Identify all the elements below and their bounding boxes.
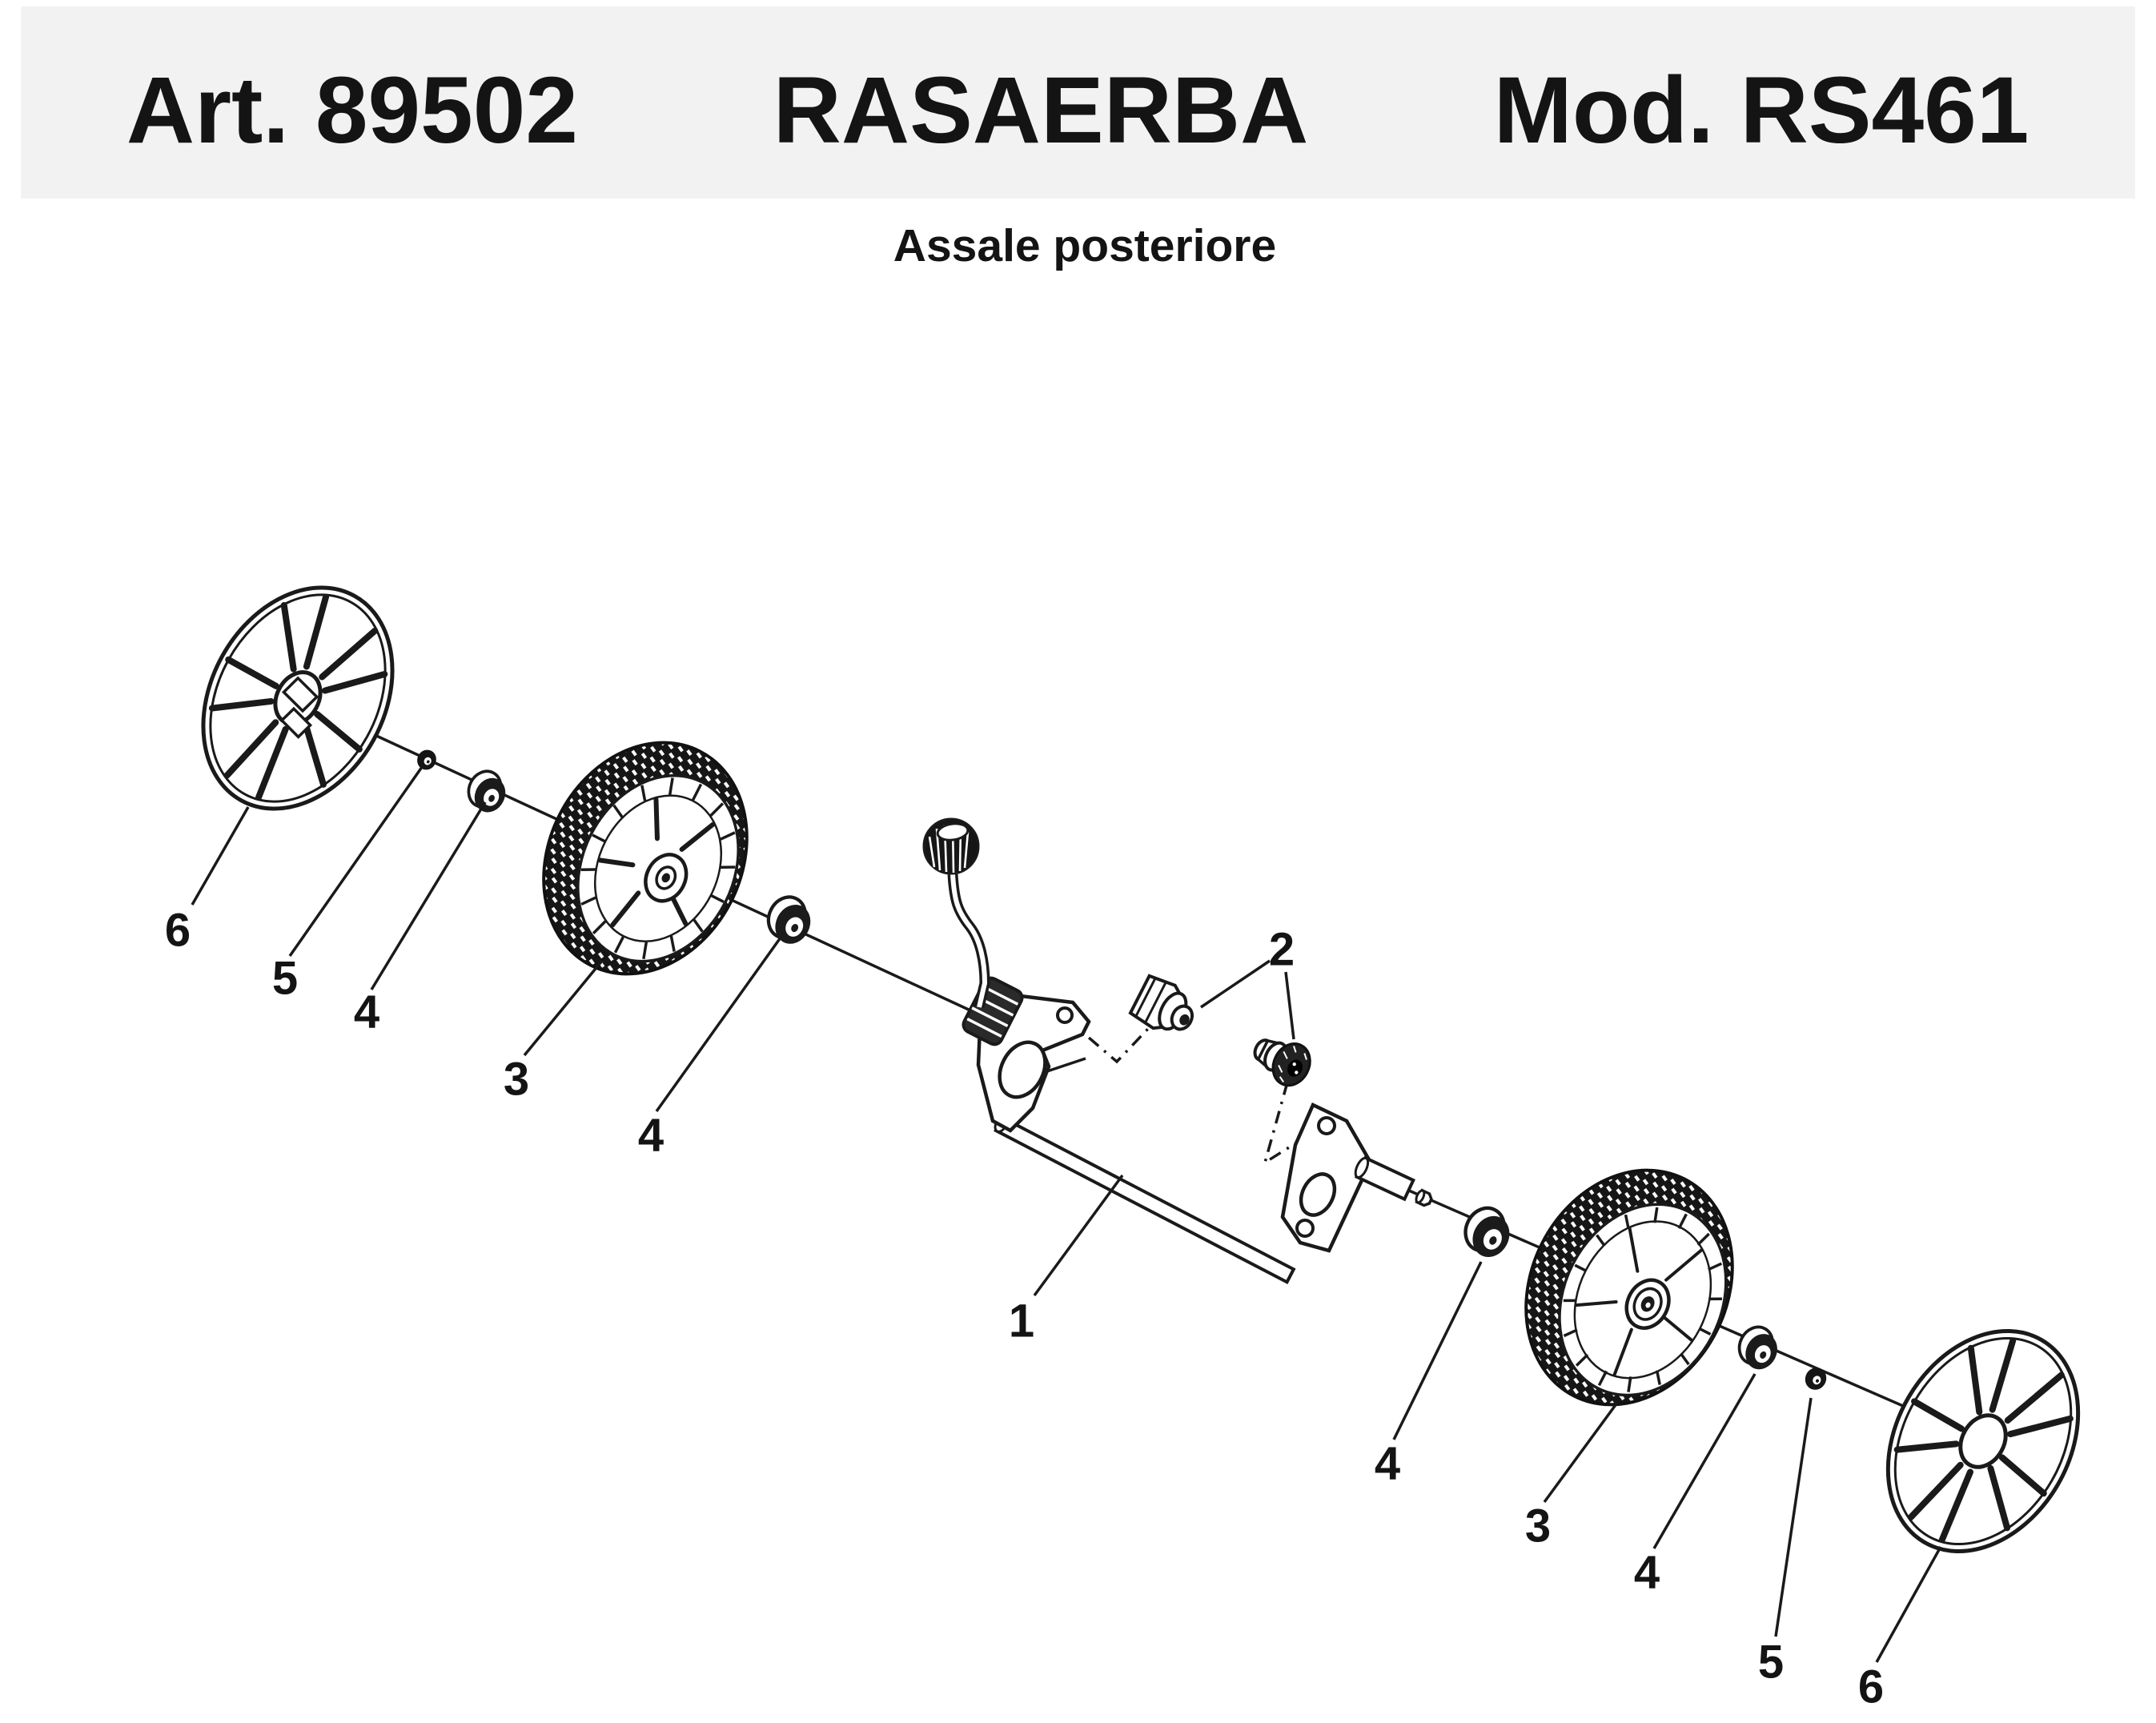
axle-stub	[1354, 1155, 1415, 1202]
callout-6-right: 6	[1858, 1661, 1884, 1713]
right-outer-bearing	[1730, 1319, 1787, 1376]
bushing-hex	[1128, 974, 1194, 1031]
axle-pin	[1415, 1188, 1433, 1207]
product-name: RASAERBA	[773, 58, 1309, 163]
right-wheel	[1524, 1168, 1734, 1407]
header-band	[21, 6, 2135, 199]
leader-lines	[191, 765, 1942, 1663]
callout-5-right: 5	[1758, 1637, 1784, 1689]
callout-2-bushings: 2	[1269, 924, 1295, 976]
bushing-knurled	[1253, 1038, 1311, 1087]
model-number: Mod. RS461	[1494, 58, 2030, 163]
height-lever-rod	[947, 874, 990, 1009]
article-number: Art. 89502	[126, 58, 578, 163]
callout-5-left: 5	[272, 953, 298, 1005]
left-outer-bearing	[460, 764, 515, 819]
left-wheel	[542, 741, 749, 976]
right-hubcap	[1849, 1297, 2116, 1586]
callout-4-right-outer: 4	[1634, 1547, 1660, 1599]
callout-3-right: 3	[1525, 1500, 1551, 1552]
callout-6-left: 6	[165, 905, 191, 957]
left-inner-bearing	[761, 890, 819, 950]
right-inner-bearing	[1457, 1202, 1518, 1263]
height-lever-knob	[922, 817, 980, 875]
right-bracket-plate	[1280, 1102, 1373, 1253]
callout-4-left-outer: 4	[354, 986, 379, 1038]
callout-4-left-inner: 4	[638, 1110, 664, 1162]
left-hubcap	[166, 554, 430, 842]
left-axle-nut	[413, 746, 440, 773]
axle-bar	[994, 1115, 1296, 1284]
diagram-subtitle: Assale posteriore	[893, 220, 1276, 271]
callout-1-axle: 1	[1009, 1295, 1034, 1347]
callout-4-right-inner: 4	[1375, 1438, 1400, 1490]
callout-3-left: 3	[504, 1054, 529, 1106]
right-axle-nut	[1801, 1364, 1830, 1394]
alignment-dash-lines	[1065, 1014, 1322, 1166]
